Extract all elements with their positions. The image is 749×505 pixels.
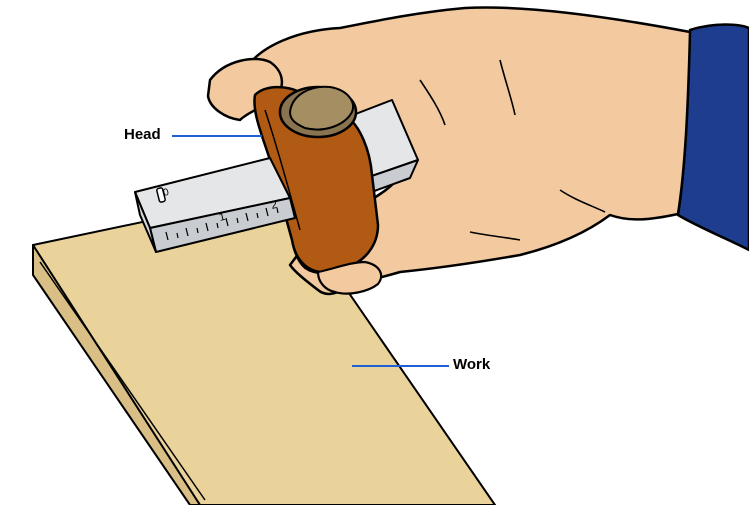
label-head: Head: [124, 126, 161, 143]
label-work: Work: [453, 356, 490, 373]
thumb-screw-knob: [280, 87, 356, 137]
